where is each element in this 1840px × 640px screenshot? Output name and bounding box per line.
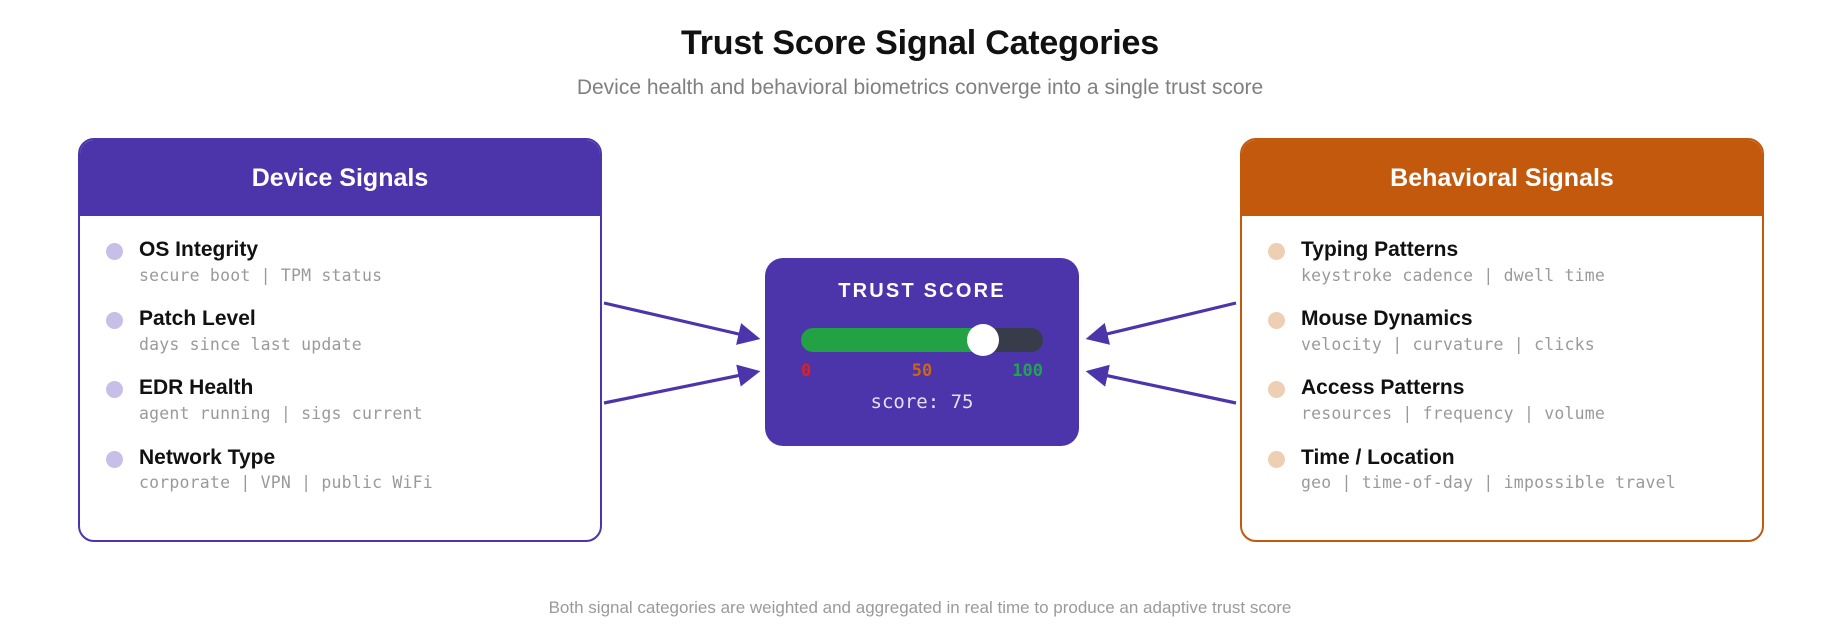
signal-detail: keystroke cadence | dwell time — [1301, 265, 1606, 285]
bullet-dot-icon — [1268, 381, 1285, 399]
list-item[interactable]: Patch Level days since last update — [106, 307, 574, 354]
signal-detail: resources | frequency | volume — [1301, 404, 1606, 424]
page-title: Trust Score Signal Categories — [681, 24, 1159, 62]
signal-label: Network Type — [139, 445, 276, 469]
gauge-fill — [801, 328, 983, 352]
list-item[interactable]: Access Patterns resources | frequency | … — [1268, 376, 1736, 423]
arrow-right-upper — [1085, 301, 1237, 345]
bullet-dot-icon — [1268, 243, 1285, 260]
trust-score-gauge[interactable] — [801, 324, 1043, 356]
gauge-knob-handle[interactable] — [966, 324, 999, 356]
list-item[interactable]: Mouse Dynamics velocity | curvature | cl… — [1268, 307, 1736, 354]
signal-label: Access Patterns — [1301, 376, 1465, 400]
signal-label: Typing Patterns — [1301, 238, 1459, 261]
trust-score-title: TRUST SCORE — [838, 280, 1006, 302]
signal-detail: corporate | VPN | public WiFi — [139, 473, 433, 493]
signal-label: EDR Health — [139, 376, 254, 400]
page-subtitle: Device health and behavioral biometrics … — [576, 76, 1264, 99]
signal-label: OS Integrity — [139, 238, 259, 261]
signal-detail: geo | time-of-day | impossible travel — [1301, 473, 1676, 493]
list-item[interactable]: EDR Health agent running | sigs current — [106, 376, 574, 423]
bullet-dot-icon — [1268, 450, 1285, 468]
list-item[interactable]: Network Type corporate | VPN | public Wi… — [106, 446, 574, 493]
behavioral-signals-header: Behavioral Signals — [1242, 140, 1762, 216]
list-item[interactable]: Time / Location geo | time-of-day | impo… — [1268, 446, 1736, 493]
bullet-dot-icon — [106, 243, 123, 260]
signal-detail: secure boot | TPM status — [139, 265, 383, 285]
gauge-tick-max: 100 — [1012, 361, 1043, 381]
arrow-right-lower — [1085, 364, 1237, 405]
trust-score-card: TRUST SCORE 0 50 100 score: 75 — [765, 258, 1079, 446]
device-signals-header: Device Signals — [80, 140, 600, 216]
signal-detail: agent running | sigs current — [139, 404, 423, 424]
signal-label: Time / Location — [1301, 445, 1455, 469]
device-signals-panel: Device Signals OS Integrity secure boot … — [78, 138, 602, 542]
gauge-tick-labels: 0 50 100 — [801, 361, 1043, 383]
list-item[interactable]: Typing Patterns keystroke cadence | dwel… — [1268, 238, 1736, 285]
bullet-dot-icon — [106, 312, 123, 330]
arrow-left-upper — [603, 301, 761, 345]
arrow-left-lower — [603, 364, 761, 405]
device-signals-list: OS Integrity secure boot | TPM status Pa… — [80, 216, 600, 493]
bullet-dot-icon — [106, 450, 123, 468]
footer-note: Both signal categories are weighted and … — [548, 598, 1292, 617]
gauge-tick-min: 0 — [801, 361, 812, 381]
signal-detail: velocity | curvature | clicks — [1301, 335, 1595, 354]
bullet-dot-icon — [106, 381, 123, 399]
signal-detail: days since last update — [139, 335, 362, 354]
behavioral-signals-list: Typing Patterns keystroke cadence | dwel… — [1242, 216, 1762, 493]
list-item[interactable]: OS Integrity secure boot | TPM status — [106, 238, 574, 285]
gauge-tick-mid: 50 — [911, 361, 933, 381]
trust-score-value: score: 75 — [870, 391, 974, 413]
bullet-dot-icon — [1268, 312, 1285, 330]
signal-label: Patch Level — [139, 307, 256, 331]
behavioral-signals-panel: Behavioral Signals Typing Patterns keyst… — [1240, 138, 1764, 542]
signal-label: Mouse Dynamics — [1301, 307, 1473, 331]
